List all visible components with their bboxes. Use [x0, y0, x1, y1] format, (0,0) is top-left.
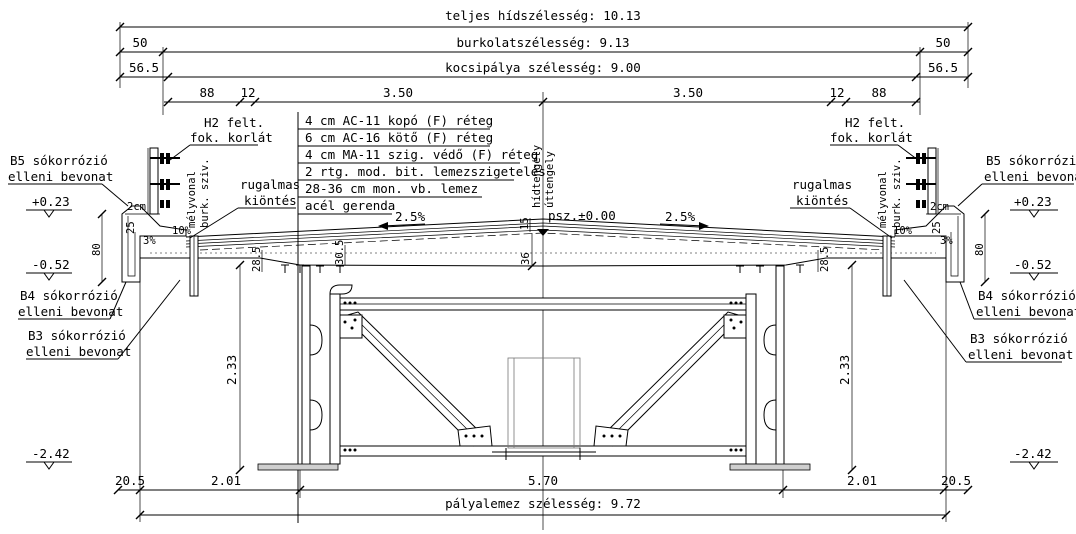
annotations: H2 felt. fok. korlát H2 felt. fok. korlá… — [8, 115, 1076, 363]
dim-right-88: 88 — [871, 85, 886, 100]
deep-line-left: mélyvonal — [186, 171, 198, 228]
h2-left-line1: H2 felt. — [204, 115, 264, 130]
h2-left-line2: fok. korlát — [190, 130, 273, 145]
layer-4: 2 rtg. mod. bit. lemezszigetelés — [305, 164, 546, 179]
dim-80-left: 80 — [91, 243, 103, 256]
elastic-fill-right-line1: rugalmas — [792, 177, 852, 192]
b4-left-line1: B4 sókorrózió — [20, 288, 118, 303]
deck-slab: 2.5% 2.5% 15 36 30.5 28.5 28.5 — [139, 209, 947, 273]
layer-1: 4 cm AC-11 kopó (F) réteg — [305, 113, 493, 128]
b3-left-line2: elleni bevonat — [26, 344, 131, 359]
level-242-right: -2.42 — [1014, 446, 1052, 461]
pavement-seal-left: burk. sziv. — [199, 158, 211, 228]
top-dimension-chains: teljes hídszélesség: 10.13 50 burkolatsz… — [115, 8, 973, 115]
slope-left-label: 2.5% — [395, 209, 426, 224]
elastic-fill-left-line1: rugalmas — [240, 177, 300, 192]
pct10-left: 10% — [172, 225, 192, 237]
b4-right-line1: B4 sókorrózió — [978, 288, 1076, 303]
deep-line-right: mélyvonal — [877, 171, 889, 228]
dim-25-left: 25 — [125, 221, 137, 234]
road-axis-label: úttengely — [544, 151, 556, 208]
pct10-right: 10% — [893, 225, 913, 237]
bridge-axis-label: hídtengely — [531, 145, 543, 208]
dim-201-left: 2.01 — [211, 473, 241, 488]
level-052-right: -0.52 — [1014, 257, 1052, 272]
dim-25-right: 25 — [931, 221, 943, 234]
layer-3: 4 cm MA-11 szig. védő (F) réteg — [305, 147, 538, 162]
h2-right-line1: H2 felt. — [845, 115, 905, 130]
slope-right-label: 2.5% — [665, 209, 696, 224]
dim-right-350: 3.50 — [673, 85, 703, 100]
dim-15: 15 — [519, 217, 531, 230]
left-edge-beam: 80 25 2cm 3% 10% mélyvonal burk. sziv. — [91, 147, 211, 297]
dim-285-left: 28.5 — [251, 247, 263, 272]
level-052-left: -0.52 — [32, 257, 70, 272]
b4-left-line2: elleni bevonat — [18, 304, 123, 319]
dim-2cm-left: 2cm — [127, 201, 146, 213]
h2-right-line2: fok. korlát — [830, 130, 913, 145]
zero-level-label: psz.±0.00 — [548, 208, 616, 223]
layer-list: 4 cm AC-11 kopó (F) réteg 6 cm AC-16 köt… — [297, 112, 546, 523]
dim-205-right: 20.5 — [941, 473, 971, 488]
b5-left-line1: B5 sókorrózió — [10, 153, 108, 168]
b3-left-line1: B3 sókorrózió — [28, 328, 126, 343]
dim-80-right: 80 — [974, 243, 986, 256]
b5-right-line1: B5 sókorrózió — [986, 153, 1076, 168]
dim-right-56: 56.5 — [928, 60, 958, 75]
dim-201-right: 2.01 — [847, 473, 877, 488]
pct3-right: 3% — [940, 235, 953, 247]
bottom-dimension-chains: 20.5 2.01 5.70 2.01 20.5 pályalemez szél… — [113, 282, 973, 522]
pavement-seal-right: burk. sziv. — [891, 158, 903, 228]
dim-2cm-right: 2cm — [930, 201, 949, 213]
level-242-left: -2.42 — [32, 446, 70, 461]
zero-level-marker — [537, 229, 549, 236]
b3-right-line1: B3 sókorrózió — [970, 331, 1068, 346]
pavement-width-label: burkolatszélesség: 9.13 — [456, 35, 629, 50]
b4-right-line2: elleni bevonat — [976, 304, 1076, 319]
dim-left-350: 3.50 — [383, 85, 413, 100]
pct3-left: 3% — [143, 235, 156, 247]
dim-285-right: 28.5 — [819, 247, 831, 272]
right-edge-beam: 80 25 2cm 3% 10% mélyvonal burk. sziv. — [877, 147, 990, 297]
elastic-fill-right-line2: kiöntés — [796, 193, 849, 208]
layer-6: acél gerenda — [305, 198, 395, 213]
b5-left-line2: elleni bevonat — [8, 169, 113, 184]
level-023-right: +0.23 — [1014, 194, 1052, 209]
dim-right-50: 50 — [935, 35, 950, 50]
b3-right-line2: elleni bevonat — [968, 347, 1073, 362]
dim-233-left: 2.33 — [224, 355, 239, 385]
dim-233-right: 2.33 — [837, 355, 852, 385]
layer-2: 6 cm AC-16 kötő (F) réteg — [305, 130, 493, 145]
b5-right-line2: elleni bevonat — [984, 169, 1076, 184]
dim-36: 36 — [520, 252, 532, 265]
deck-width-label: pályalemez szélesség: 9.72 — [445, 496, 641, 511]
steel-structure — [257, 265, 811, 471]
level-markers: +0.23 -0.52 -2.42 +0.23 -0.52 -2.42 — [26, 194, 1058, 470]
center-axis: hídtengely úttengely psz.±0.00 — [531, 92, 616, 530]
dim-305: 30.5 — [334, 240, 346, 265]
dim-left-56: 56.5 — [129, 60, 159, 75]
dim-left-50: 50 — [132, 35, 147, 50]
dim-570: 5.70 — [528, 473, 558, 488]
total-width-label: teljes hídszélesség: 10.13 — [445, 8, 641, 23]
dim-205-left: 20.5 — [115, 473, 145, 488]
dim-right-12: 12 — [829, 85, 844, 100]
layer-5: 28-36 cm mon. vb. lemez — [305, 181, 478, 196]
height-dimensions: 2.33 2.33 — [224, 260, 857, 475]
dim-left-88: 88 — [199, 85, 214, 100]
elastic-fill-left-line2: kiöntés — [244, 193, 297, 208]
level-023-left: +0.23 — [32, 194, 70, 209]
roadway-width-label: kocsipálya szélesség: 9.00 — [445, 60, 641, 75]
dim-left-12: 12 — [240, 85, 255, 100]
